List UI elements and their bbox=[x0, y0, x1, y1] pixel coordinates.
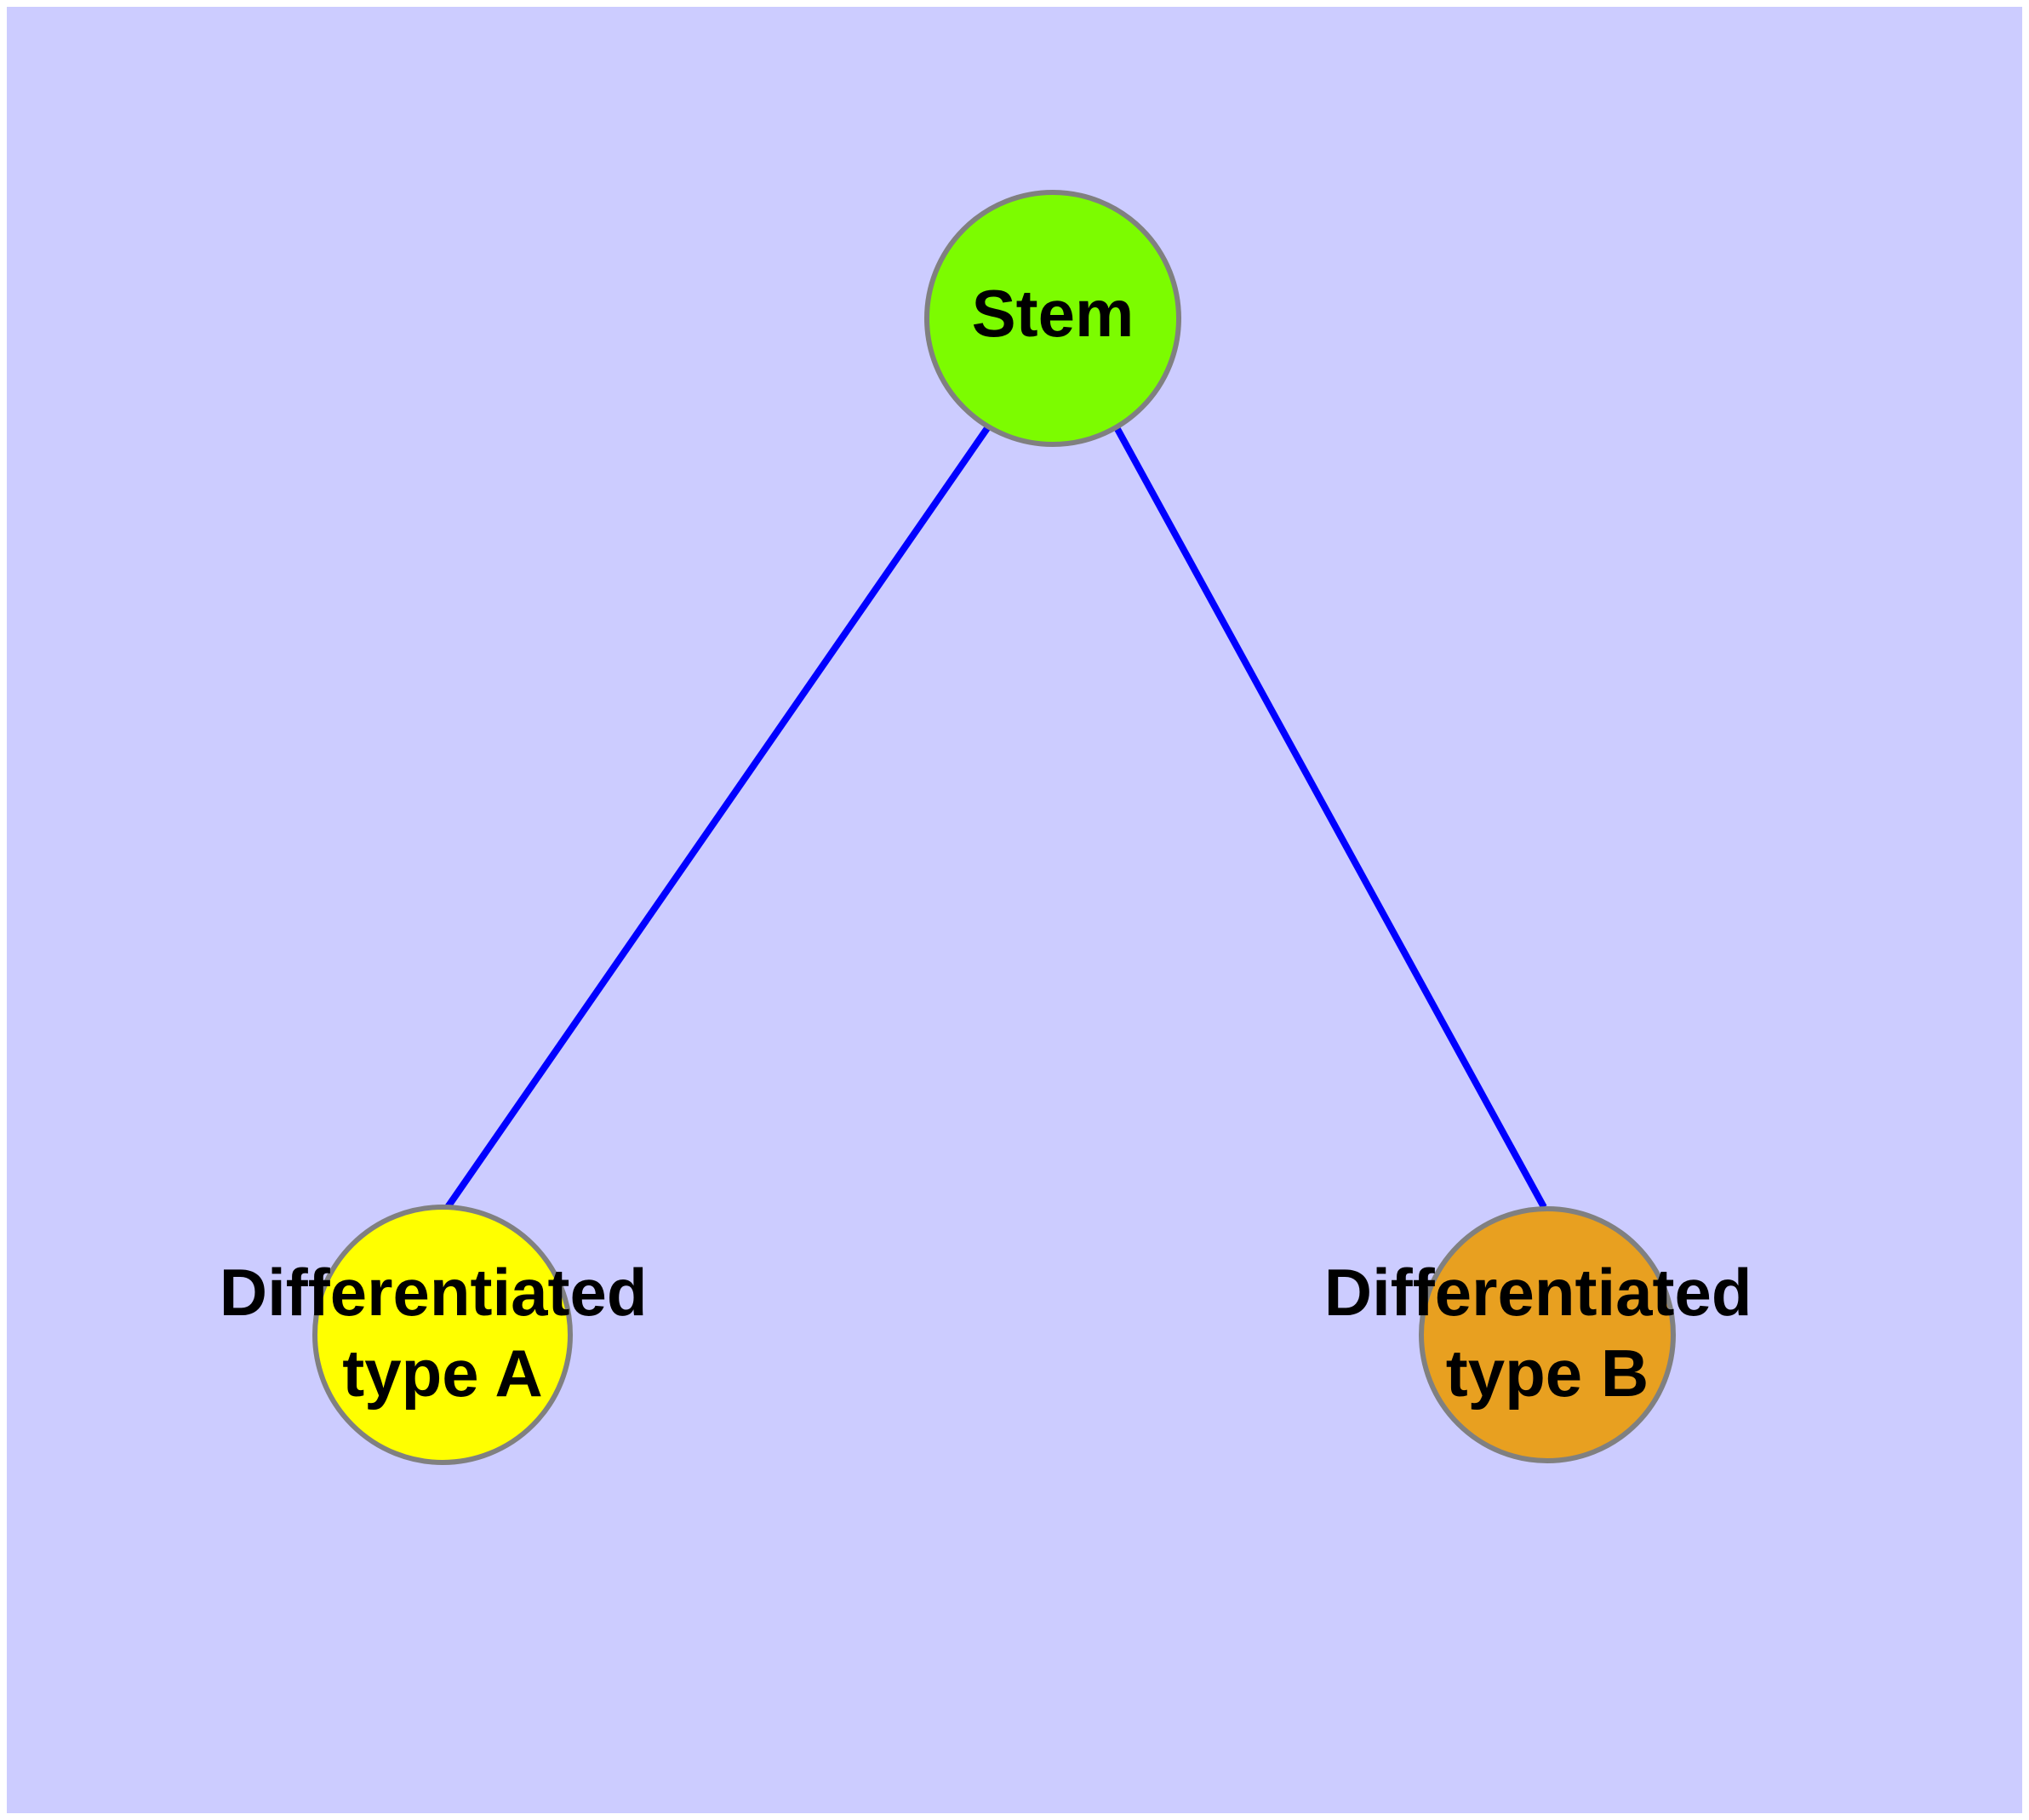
node-differentiated-type-b-label-line2: type B bbox=[1446, 1336, 1649, 1411]
edge-stem-to-differentiated-type-a[interactable] bbox=[444, 426, 991, 1210]
edge-stem-to-differentiated-type-b[interactable] bbox=[1114, 427, 1547, 1209]
edge-layer bbox=[444, 426, 1547, 1210]
node-differentiated-type-a[interactable]: Differentiated type A bbox=[220, 1205, 666, 1465]
node-differentiated-type-a-label-line2: type A bbox=[342, 1336, 543, 1411]
node-layer: Stem Differentiated type A Differentiate… bbox=[220, 190, 1770, 1465]
node-differentiated-type-a-label: Differentiated type A bbox=[220, 1255, 666, 1411]
node-differentiated-type-a-label-line1: Differentiated bbox=[220, 1255, 648, 1330]
node-differentiated-type-a-circle[interactable] bbox=[312, 1205, 573, 1465]
node-stem[interactable]: Stem bbox=[924, 190, 1181, 447]
node-stem-circle[interactable] bbox=[924, 190, 1181, 447]
node-differentiated-type-b-label: Differentiated type B bbox=[1324, 1255, 1770, 1411]
node-stem-label-line1: Stem bbox=[972, 276, 1135, 351]
node-differentiated-type-b-circle[interactable] bbox=[1419, 1206, 1676, 1463]
node-differentiated-type-b[interactable]: Differentiated type B bbox=[1324, 1206, 1770, 1463]
node-stem-label: Stem bbox=[972, 276, 1135, 351]
node-differentiated-type-b-label-line1: Differentiated bbox=[1324, 1255, 1752, 1330]
